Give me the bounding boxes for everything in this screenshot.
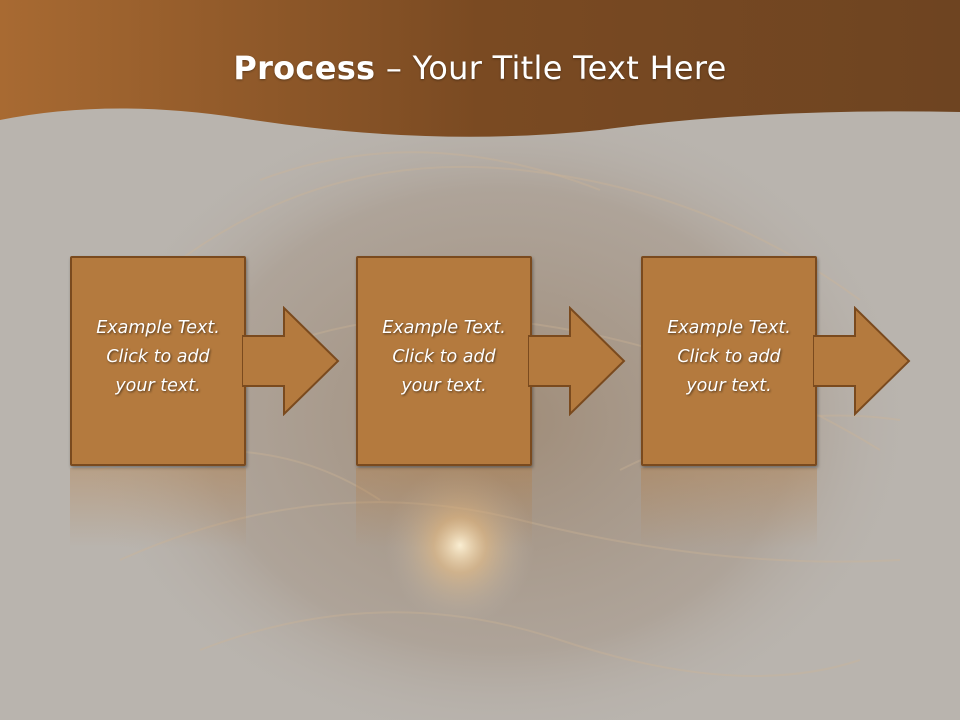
step-text[interactable]: Example Text. Click to add your text. (667, 318, 791, 396)
process-step-1[interactable]: Example Text. Click to add your text. (70, 256, 246, 548)
title-bold-part: Process (233, 49, 376, 87)
title-banner (0, 0, 960, 137)
right-arrow-icon (528, 306, 626, 416)
right-arrow-icon (242, 306, 340, 416)
step-text[interactable]: Example Text. Click to add your text. (96, 318, 220, 396)
step-box[interactable]: Example Text. Click to add your text. (356, 256, 532, 466)
process-step-3[interactable]: Example Text. Click to add your text. (641, 256, 817, 548)
step-reflection (356, 468, 532, 548)
right-arrow-icon (813, 306, 911, 416)
step-box[interactable]: Example Text. Click to add your text. (70, 256, 246, 466)
step-reflection (70, 468, 246, 548)
slide-title: Process – Your Title Text Here (0, 52, 960, 84)
title-rest-part: – Your Title Text Here (375, 49, 727, 87)
step-box[interactable]: Example Text. Click to add your text. (641, 256, 817, 466)
step-text[interactable]: Example Text. Click to add your text. (382, 318, 506, 396)
process-step-2[interactable]: Example Text. Click to add your text. (356, 256, 532, 548)
step-reflection (641, 468, 817, 548)
